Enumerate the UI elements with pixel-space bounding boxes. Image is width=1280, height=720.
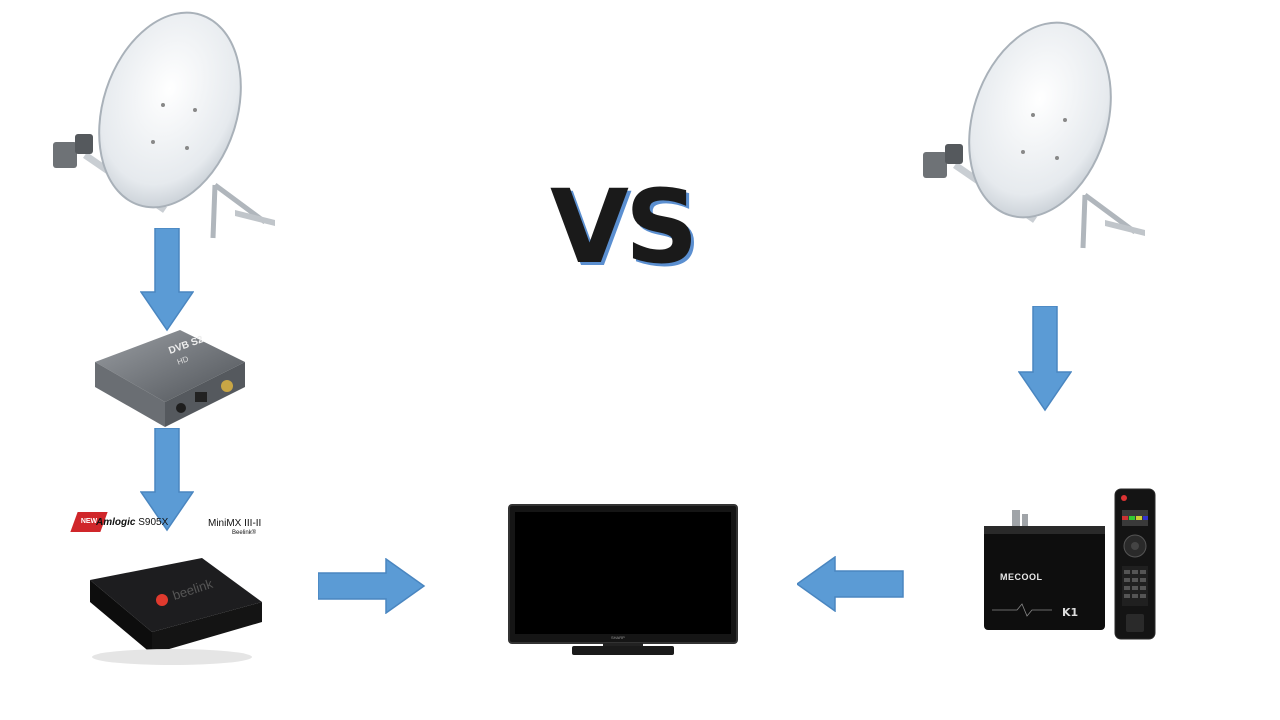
right-satellite-dish-icon — [923, 21, 1145, 249]
television: SHARP — [508, 504, 738, 656]
chip-model: S905X — [138, 517, 169, 528]
vs-heading: VS — [550, 168, 698, 287]
mecool-box-icon — [984, 510, 1105, 630]
arrow-down-1 — [140, 228, 194, 332]
arrow-right — [318, 558, 426, 614]
arrow-down-3 — [1018, 306, 1072, 412]
mecool-logo: MECOOL — [1000, 572, 1043, 582]
beelink-tv-box: beelink — [82, 552, 267, 667]
left-satellite-dish-icon — [53, 11, 275, 239]
mecool-model: K1 — [1062, 606, 1079, 619]
chip-label: Amlogic S905X — [96, 517, 168, 528]
arrow-down-2 — [140, 428, 194, 532]
remote-control-icon — [1114, 488, 1156, 640]
tv-box-icon — [90, 558, 262, 665]
product-name: MiniMX III-II — [208, 518, 262, 529]
dvb-s2-receiver: DVB S2 HD — [85, 322, 250, 432]
arrow-left — [797, 556, 904, 612]
receiver-icon — [95, 330, 245, 427]
tv-icon — [508, 504, 738, 655]
tv-brand: SHARP — [611, 635, 625, 640]
product-maker: Beelink® — [232, 530, 257, 536]
chip-brand: Amlogic — [96, 517, 136, 528]
mecool-k1-box: MECOOL K1 — [982, 510, 1107, 632]
